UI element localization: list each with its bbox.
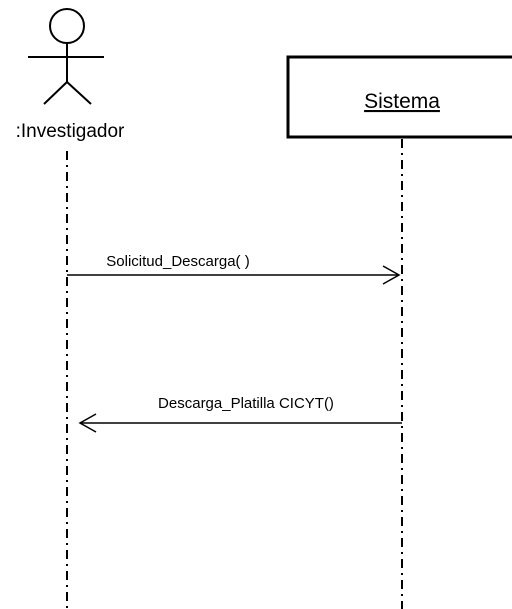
actor-left-leg: [43, 81, 68, 105]
actor-label: :Investigador: [16, 121, 125, 142]
message-1-label: Solicitud_Descarga( ): [106, 253, 249, 270]
message-1: Solicitud_Descarga( ): [67, 253, 401, 285]
actor-figure: [28, 8, 104, 105]
message-1-arrowhead: [382, 265, 401, 285]
actor-right-leg: [66, 81, 92, 105]
actor-head: [49, 8, 85, 44]
message-2-arrowhead: [78, 413, 97, 433]
object-box: [286, 55, 512, 139]
message-2-label: Descarga_Platilla CICYT(): [158, 395, 334, 412]
object-label: Sistema: [364, 90, 440, 113]
message-2: Descarga_Platilla CICYT(): [78, 395, 402, 433]
